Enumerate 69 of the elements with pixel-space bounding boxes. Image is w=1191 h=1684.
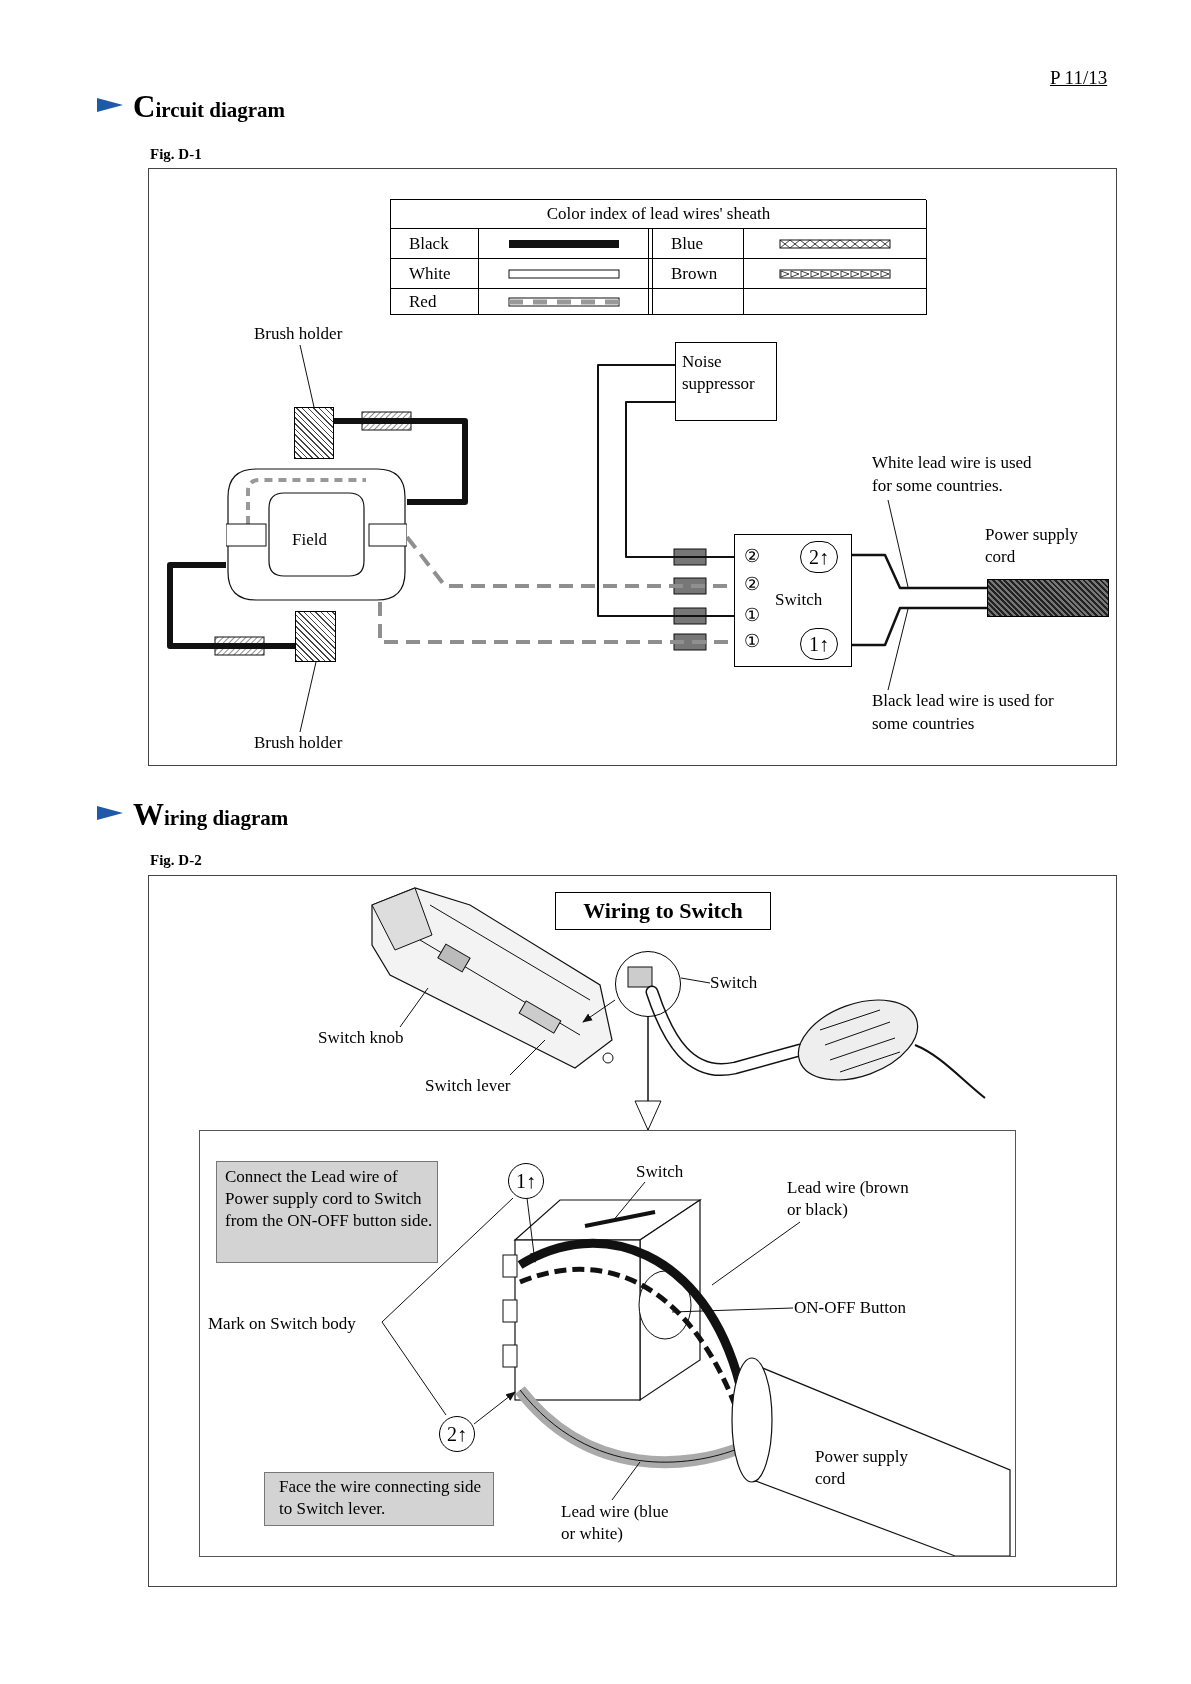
lead-wire	[625, 401, 735, 558]
component-label: Noise suppressor	[682, 351, 756, 396]
arrow	[473, 1391, 516, 1425]
legend-label: Brown	[670, 262, 718, 285]
part-label: Power supply cord	[985, 524, 1080, 569]
part-label: Lead wire (blue or white)	[561, 1501, 683, 1547]
leader-line	[611, 1461, 641, 1501]
part-label: Switch knob	[318, 1027, 420, 1049]
lead-wire	[852, 553, 987, 590]
power-cord	[987, 579, 1109, 617]
lead-wire	[167, 562, 295, 649]
arrow	[582, 999, 616, 1023]
mark-text: 2↑	[447, 1424, 467, 1444]
brush-holder	[295, 611, 336, 662]
note-text: Connect the Lead wire of Power supply cord to Switch from the ON-OFF button side.	[225, 1166, 433, 1233]
terminal-number: ①	[744, 606, 760, 624]
part-label: Brush holder	[254, 732, 364, 754]
leader-line	[711, 1221, 801, 1286]
leader-line	[381, 1197, 514, 1323]
part-label: Mark on Switch body	[208, 1313, 383, 1335]
leader-line	[671, 1307, 794, 1313]
legend-label: Red	[408, 290, 437, 313]
brush-holder	[294, 407, 334, 459]
leader-line	[509, 1039, 546, 1076]
part-label: Lead wire (brown or black)	[787, 1177, 911, 1223]
part-label: Switch	[636, 1161, 696, 1183]
terminal-number: ②	[744, 575, 760, 593]
box-title: Wiring to Switch	[583, 897, 743, 925]
leader-line	[299, 661, 317, 733]
lead-wire	[597, 364, 735, 617]
section-heading: Wiring diagram	[133, 796, 289, 834]
legend-label: Black	[408, 232, 449, 255]
leader-line	[381, 1321, 447, 1416]
mark-text: 1↑	[516, 1171, 536, 1191]
field-label: Field	[292, 529, 327, 551]
section-heading: Circuit diagram	[133, 88, 286, 126]
legend-label: White	[408, 262, 451, 285]
part-label: Power supply cord	[815, 1446, 910, 1491]
title-box	[555, 892, 771, 930]
field-coil	[226, 467, 407, 602]
note-text: White lead wire is used for some countries.	[872, 452, 1054, 500]
page-number: P 11/13	[1050, 66, 1108, 90]
terminal-number: ①	[744, 632, 760, 650]
switch-box	[734, 534, 852, 667]
arrow	[526, 1197, 538, 1263]
figure-label: Fig. D-1	[150, 145, 202, 164]
table-title: Color index of lead wires' sheath	[546, 203, 771, 225]
leader-line	[299, 344, 315, 408]
part-label: Switch	[710, 972, 770, 994]
component-box	[675, 342, 777, 421]
detail-frame	[199, 1130, 1016, 1557]
leader-line	[680, 977, 711, 984]
note-box	[216, 1161, 438, 1263]
part-label: Brush holder	[254, 323, 364, 345]
note-text: Face the wire connecting side to Switch lever.	[279, 1476, 483, 1521]
note-box	[264, 1472, 494, 1526]
part-label: ON-OFF Button	[794, 1297, 934, 1319]
arrow	[634, 1016, 662, 1131]
leader-line	[887, 608, 909, 691]
leader-line	[887, 499, 909, 588]
terminal-number: ②	[744, 547, 760, 565]
switch-label: Switch	[775, 589, 823, 611]
lead-wire	[334, 418, 468, 505]
legend-label: Blue	[670, 232, 704, 255]
part-label: Switch lever	[425, 1075, 527, 1097]
figure-label: Fig. D-2	[150, 851, 202, 870]
lead-wire	[852, 606, 987, 647]
note-text: Black lead wire is used for some countries	[872, 690, 1054, 738]
leader-line	[399, 987, 429, 1028]
